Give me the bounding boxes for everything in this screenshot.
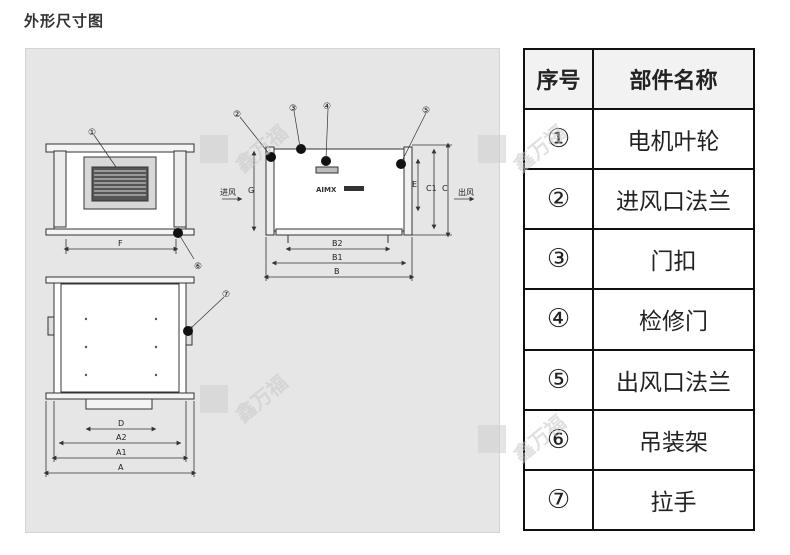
row-number: ③ (523, 228, 594, 291)
side-view: AIMX (265, 144, 413, 243)
dim-label-e: E (412, 180, 417, 189)
row-part-name: 吊装架 (592, 408, 755, 471)
dimension-drawing: AIMX (25, 48, 500, 533)
row-part-name: 出风口法兰 (592, 348, 755, 411)
page-title: 外形尺寸图 (24, 12, 105, 30)
dim-label-b: B (334, 267, 340, 276)
dim-label-f: F (118, 239, 123, 248)
dimension-labels: F D A2 A1 A B2 B1 B G E C1 C (116, 180, 448, 472)
top-view (45, 276, 195, 410)
outlet-label: 出风 (458, 187, 474, 197)
row-number: ⑤ (523, 348, 594, 411)
brand-label: AIMX (316, 186, 337, 194)
table-row: ⑤ 出风口法兰 (523, 348, 755, 411)
callout-5: ⑤ (422, 106, 430, 116)
row-part-name: 进风口法兰 (592, 168, 755, 231)
header-name: 部件名称 (592, 48, 755, 110)
callout-1: ① (88, 128, 96, 138)
row-number: ④ (523, 288, 594, 351)
dim-label-g: G (248, 186, 254, 195)
row-part-name: 拉手 (592, 468, 755, 532)
dim-label-a: A (118, 463, 124, 472)
table-row: ⑥ 吊装架 (523, 408, 755, 471)
callout-4: ④ (323, 102, 331, 112)
table-row: ⑦ 拉手 (523, 468, 755, 532)
callout-numbers: ① ② ③ ④ ⑤ ⑥ ⑦ (88, 102, 430, 300)
row-part-name: 门扣 (592, 228, 755, 291)
dim-label-b1: B1 (332, 253, 343, 262)
dim-label-c1: C1 (426, 184, 437, 193)
dim-label-a1: A1 (116, 448, 127, 457)
dim-label-a2: A2 (116, 433, 127, 442)
callout-6: ⑥ (194, 262, 202, 272)
dim-label-c: C (442, 184, 448, 193)
row-part-name: 电机叶轮 (592, 107, 755, 171)
dim-label-d: D (118, 419, 124, 428)
callout-7: ⑦ (222, 290, 230, 300)
callout-3: ③ (289, 104, 297, 114)
flow-labels: 进风 出风 (220, 187, 474, 197)
inlet-label: 进风 (220, 188, 236, 197)
header-number: 序号 (523, 48, 594, 110)
row-part-name: 检修门 (592, 288, 755, 351)
parts-legend-table: 序号 部件名称 ① 电机叶轮 ② 进风口法兰 ③ 门扣 ④ 检修门 ⑤ 出风口法… (523, 48, 755, 532)
table-row: ③ 门扣 (523, 228, 755, 291)
dim-label-b2: B2 (332, 239, 343, 248)
drawing-svg: AIMX (43, 102, 475, 477)
row-number: ① (523, 107, 594, 171)
dimension-lines (43, 142, 475, 477)
row-number: ⑦ (523, 468, 594, 532)
row-number: ⑥ (523, 408, 594, 471)
table-row: ④ 检修门 (523, 288, 755, 351)
callout-leaders (93, 108, 427, 330)
table-row: ① 电机叶轮 (523, 107, 755, 171)
row-number: ② (523, 168, 594, 231)
front-view (45, 143, 195, 238)
callout-2: ② (233, 110, 241, 120)
table-row: ② 进风口法兰 (523, 168, 755, 231)
table-header-row: 序号 部件名称 (523, 48, 755, 110)
